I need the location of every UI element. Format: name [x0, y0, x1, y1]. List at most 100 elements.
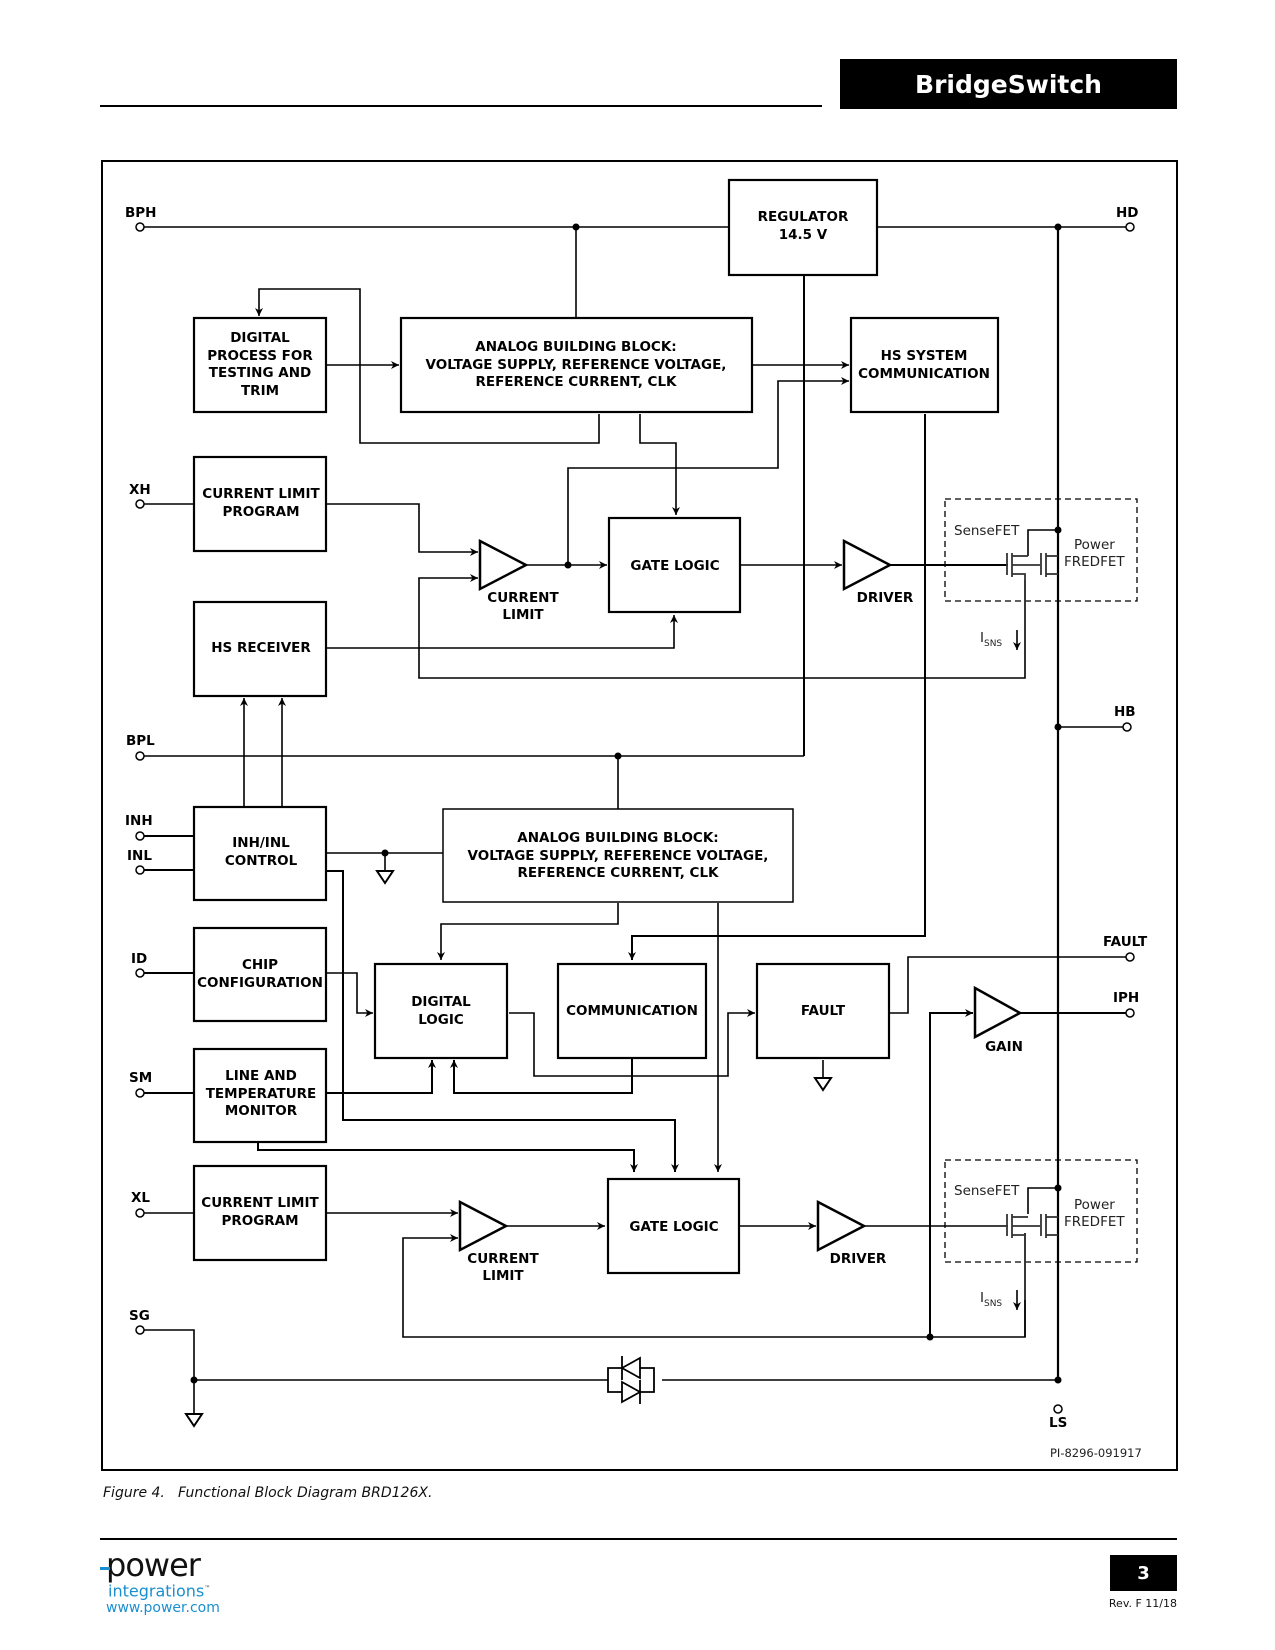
digital-logic-line: LOGIC	[418, 1012, 464, 1028]
sensefet-label-low: SenseFET	[954, 1183, 1020, 1199]
pin-label-hd: HD	[1116, 205, 1139, 221]
isns-label-high: ISNS	[980, 630, 1002, 649]
figure-title: Functional Block Diagram BRD126X.	[178, 1485, 433, 1501]
communication-label: COMMUNICATION	[566, 1003, 698, 1019]
figure-number: Figure 4.	[103, 1485, 165, 1501]
hs-receiver-label: HS RECEIVER	[211, 640, 311, 656]
fault-block	[755, 962, 891, 1060]
pin-label-hb: HB	[1114, 704, 1136, 720]
diagram-frame	[101, 160, 1178, 1471]
logo-word: power	[106, 1546, 201, 1584]
clp-low-line: CURRENT LIMIT	[201, 1195, 319, 1211]
driver-amplifier-high	[842, 538, 893, 592]
inh-inl-control-line: INH/INL	[232, 835, 290, 851]
digital-logic-line: DIGITAL	[411, 994, 471, 1010]
antiparallel-diodes-icon	[607, 1356, 655, 1404]
regulator-label: REGULATOR	[758, 209, 849, 225]
line-temperature-monitor-block	[192, 1047, 328, 1144]
gate-logic-high-block	[607, 516, 742, 614]
analog-bottom-line: ANALOG BUILDING BLOCK:	[517, 830, 718, 846]
drawing-id: PI-8296-091917	[1050, 1446, 1142, 1460]
ground-icon	[375, 870, 395, 885]
digital-process-line: DIGITAL	[230, 330, 290, 346]
clp-high-line: PROGRAM	[222, 504, 299, 520]
line-temp-monitor-line: LINE AND	[225, 1068, 297, 1084]
footer-rule	[100, 1538, 1177, 1540]
trademark-symbol: ™	[204, 1585, 211, 1592]
power-fredfet-label-low: Power	[1074, 1197, 1115, 1213]
current-limit-high-label: CURRENT	[487, 590, 559, 606]
communication-block	[556, 962, 708, 1060]
line-temp-monitor-line: MONITOR	[225, 1103, 298, 1119]
gate-logic-low-label: GATE LOGIC	[629, 1219, 718, 1235]
ground-icon	[813, 1077, 833, 1092]
isns-label-low: ISNS	[980, 1290, 1002, 1309]
driver-amplifier-low	[816, 1199, 867, 1253]
pin-label-iph: IPH	[1113, 990, 1139, 1006]
clp-high-line: CURRENT LIMIT	[202, 486, 320, 502]
hs-system-comm-line: HS SYSTEM	[881, 348, 968, 364]
analog-bottom-line: VOLTAGE SUPPLY, REFERENCE VOLTAGE,	[468, 848, 769, 864]
analog-top-line: REFERENCE CURRENT, CLK	[475, 374, 677, 390]
pin-label-bph: BPH	[125, 205, 156, 221]
pin-terminals	[135, 222, 1135, 1414]
chip-configuration-block	[192, 926, 328, 1023]
clp-low-line: PROGRAM	[221, 1213, 298, 1229]
power-fredfet-label-low: FREDFET	[1064, 1214, 1125, 1230]
mosfet-pair-high-icon	[1006, 553, 1058, 640]
current-limit-amplifier-high	[478, 538, 529, 592]
hs-system-communication-block	[849, 316, 1000, 414]
header-title: BridgeSwitch	[840, 59, 1177, 109]
driver-low-label: DRIVER	[830, 1251, 887, 1267]
analog-building-block-top	[399, 316, 754, 414]
analog-top-line: ANALOG BUILDING BLOCK:	[475, 339, 676, 355]
pin-label-sg: SG	[129, 1308, 150, 1324]
chip-config-line: CONFIGURATION	[197, 975, 323, 991]
inh-inl-control-block	[192, 805, 328, 902]
current-limit-high-label: LIMIT	[502, 607, 544, 623]
pin-label-inl: INL	[127, 848, 152, 864]
driver-high-label: DRIVER	[857, 590, 914, 606]
figure-caption: Figure 4. Functional Block Diagram BRD126…	[103, 1485, 432, 1501]
mosfet-pair-low-icon	[1006, 1214, 1058, 1300]
current-limit-low-label: LIMIT	[482, 1268, 524, 1284]
analog-bottom-line: REFERENCE CURRENT, CLK	[517, 865, 719, 881]
digital-logic-block	[373, 962, 509, 1060]
pin-label-bpl: BPL	[126, 733, 155, 749]
revision-label: Rev. F 11/18	[1108, 1597, 1177, 1610]
sensefet-fredfet-high-box	[944, 498, 1138, 602]
digital-process-line: TRIM	[241, 383, 279, 399]
sensefet-label-high: SenseFET	[954, 523, 1020, 539]
pin-label-xl: XL	[131, 1190, 150, 1206]
inh-inl-control-line: CONTROL	[225, 853, 298, 869]
hs-system-comm-line: COMMUNICATION	[858, 366, 990, 382]
power-fredfet-label-high: FREDFET	[1064, 554, 1125, 570]
current-limit-amplifier-low	[458, 1199, 509, 1253]
gain-label: GAIN	[985, 1039, 1023, 1055]
pin-label-fault: FAULT	[1103, 934, 1148, 950]
chip-config-line: CHIP	[242, 957, 278, 973]
junction-dots	[190, 223, 1062, 1384]
current-limit-program-high-block	[192, 455, 328, 553]
power-integrations-logo[interactable]: power integrations™	[100, 1549, 211, 1601]
line-temp-monitor-line: TEMPERATURE	[206, 1086, 317, 1102]
digital-process-line: TESTING AND	[209, 365, 311, 381]
gain-amplifier	[973, 985, 1023, 1040]
regulator-block	[727, 178, 879, 277]
pin-label-id: ID	[131, 951, 147, 967]
digital-process-block	[192, 316, 328, 414]
gate-logic-low-block	[606, 1177, 741, 1275]
page-number: 3	[1110, 1555, 1177, 1591]
fault-label: FAULT	[801, 1003, 846, 1019]
current-limit-program-low-block	[192, 1164, 328, 1262]
logo-sub: integrations	[108, 1581, 205, 1601]
logo-dash-icon	[100, 1567, 110, 1570]
hs-receiver-block	[192, 600, 328, 698]
pin-label-sm: SM	[129, 1070, 152, 1086]
gate-logic-high-label: GATE LOGIC	[630, 558, 719, 574]
header-rule	[100, 105, 822, 107]
digital-process-line: PROCESS FOR	[207, 348, 313, 364]
power-fredfet-label-high: Power	[1074, 537, 1115, 553]
website-link[interactable]: www.power.com	[106, 1600, 220, 1616]
